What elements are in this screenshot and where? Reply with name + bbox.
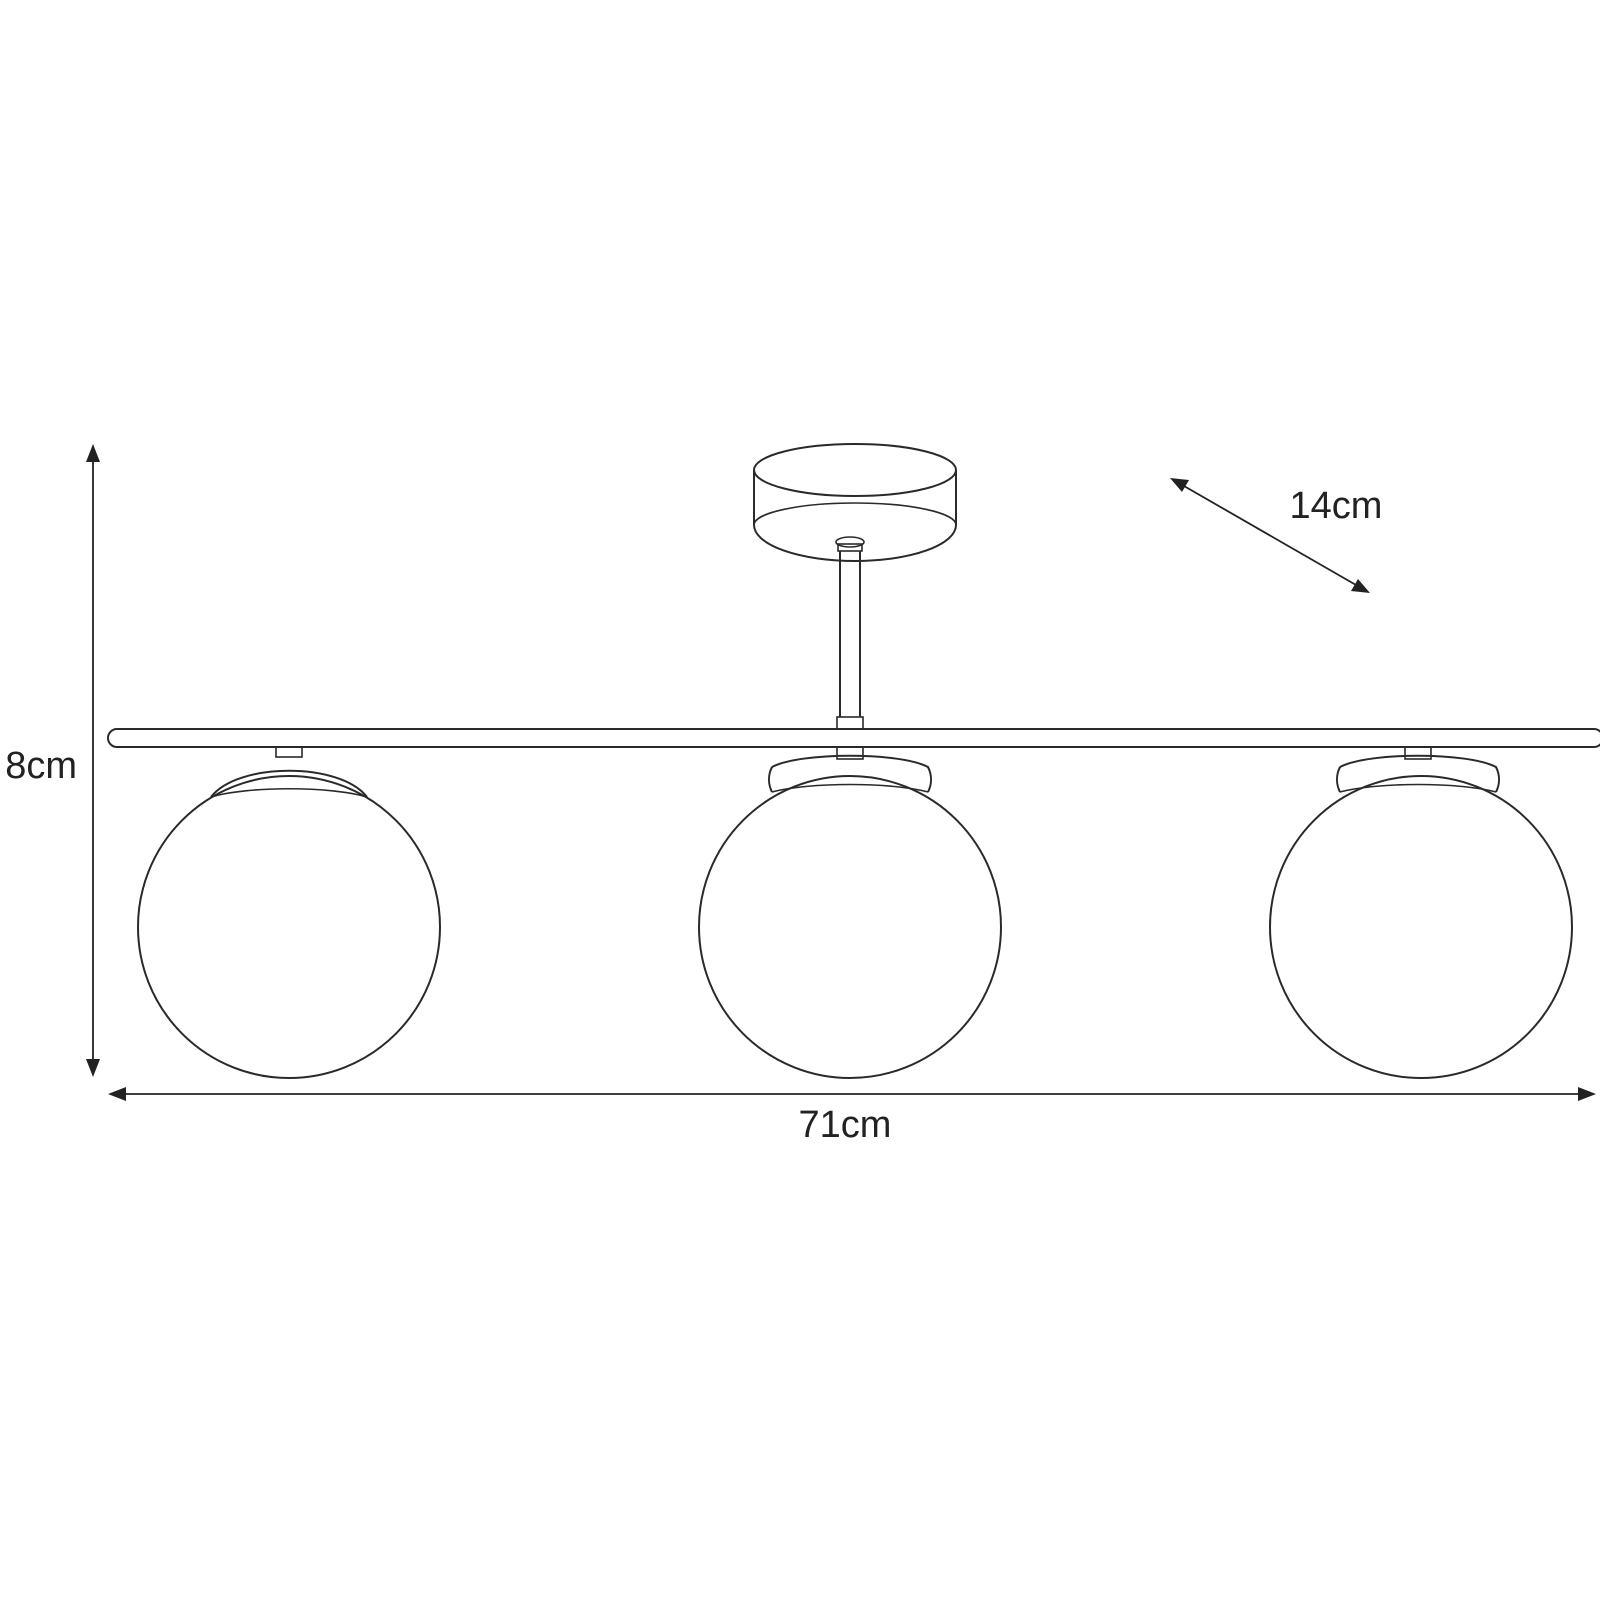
horizontal-bar: [107, 728, 1600, 748]
width-dimension: 71cm: [108, 1087, 1596, 1146]
center-stem: [835, 536, 865, 730]
depth-dimension: 14cm: [1170, 478, 1382, 593]
height-dimension: 8cm: [5, 444, 100, 1077]
globe-shade-right: [1269, 746, 1573, 1079]
globe-shade-center: [698, 746, 1002, 1079]
globe-shade-left: [137, 746, 441, 1079]
width-label: 71cm: [799, 1104, 892, 1146]
ceiling-canopy: [753, 443, 957, 562]
depth-label: 14cm: [1290, 485, 1383, 527]
height-label: 8cm: [5, 745, 77, 787]
